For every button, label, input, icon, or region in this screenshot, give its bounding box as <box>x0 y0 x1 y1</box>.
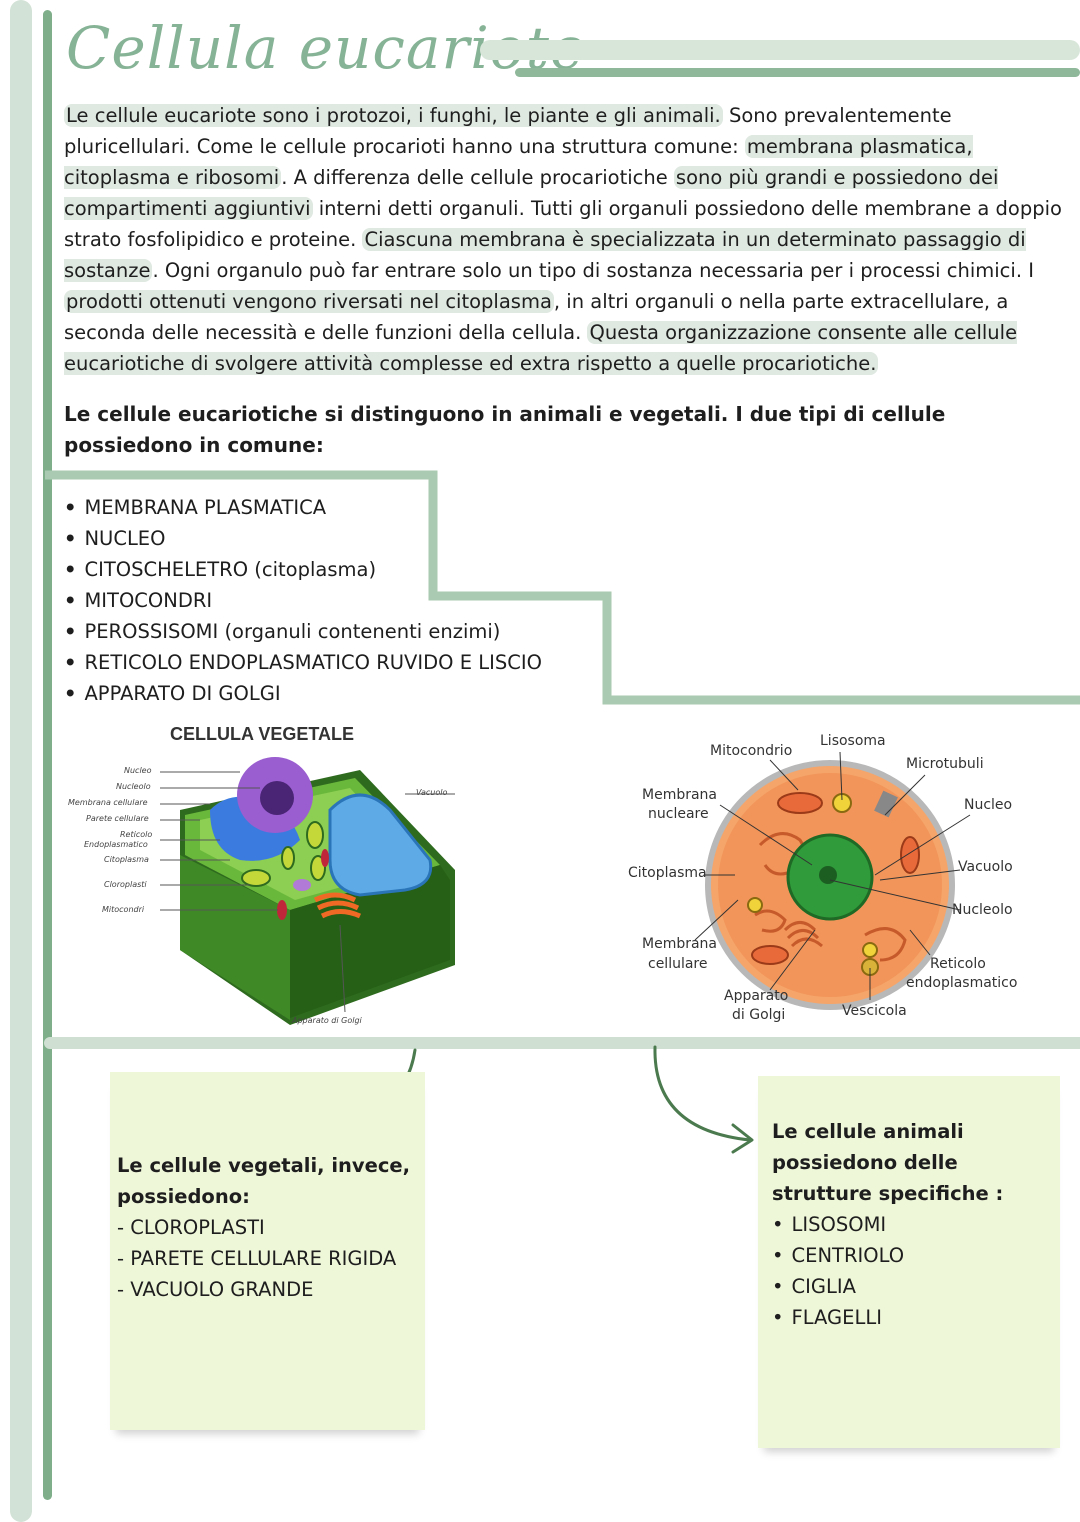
list-item: NUCLEO <box>64 523 542 554</box>
plant-label-endoplasmatico: Endoplasmatico <box>84 840 148 849</box>
list-item: MEMBRANA PLASMATICA <box>64 492 542 523</box>
animal-label-citoplasma: Citoplasma <box>628 865 707 881</box>
animal-label-membrana-nucleare-2: nucleare <box>648 806 709 822</box>
list-item: FLAGELLI <box>772 1302 1057 1333</box>
animal-label-apparato-2: di Golgi <box>732 1007 786 1023</box>
list-item: LISOSOMI <box>772 1209 1057 1240</box>
plant-label-parete: Parete cellulare <box>86 814 149 823</box>
intro-text-4: . A differenza delle cellule procariotic… <box>281 166 674 189</box>
plant-label-citoplasma: Citoplasma <box>104 855 149 864</box>
list-item: CENTRIOLO <box>772 1240 1057 1271</box>
title-underline-light <box>480 40 1080 60</box>
plant-label-golgi: Apparato di Golgi <box>292 1016 362 1025</box>
animal-label-reticolo-1: Reticolo <box>930 956 986 972</box>
list-item: PEROSSISOMI (organuli contenenti enzimi) <box>64 616 542 647</box>
list-item: PARETE CELLULARE RIGIDA <box>117 1243 422 1274</box>
list-item: RETICOLO ENDOPLASMATICO RUVIDO E LISCIO <box>64 647 541 678</box>
animal-label-nucleolo: Nucleolo <box>952 902 1013 918</box>
common-organelles-list: MEMBRANA PLASMATICA NUCLEO CITOSCHELETRO… <box>64 492 542 709</box>
plant-label-reticolo: Reticolo <box>120 830 153 839</box>
animal-label-lisosoma: Lisosoma <box>820 733 886 749</box>
plant-label-nucleo: Nucleo <box>124 766 152 775</box>
animal-cell-illustration <box>705 760 955 1010</box>
animal-label-vacuolo: Vacuolo <box>958 859 1013 875</box>
animal-label-microtubuli: Microtubuli <box>906 756 984 772</box>
intro-highlight-1: Le cellule eucariote sono i protozoi, i … <box>64 104 723 127</box>
plant-note-list: CLOROPLASTI PARETE CELLULARE RIGIDA VACU… <box>117 1212 422 1305</box>
animal-label-membrana-cellulare-2: cellulare <box>648 956 708 972</box>
list-item: APPARATO DI GOLGI <box>64 678 542 709</box>
plant-note-text: Le cellule vegetali, invece, possiedono:… <box>117 1150 422 1305</box>
animal-note-text: Le cellule animali possiedono delle stru… <box>772 1116 1057 1333</box>
animal-label-vescicola: Vescicola <box>842 1003 907 1019</box>
margin-bar-light <box>10 0 32 1522</box>
animal-label-apparato-1: Apparato <box>724 988 789 1004</box>
list-item: CITOSCHELETRO (citoplasma) <box>64 554 542 585</box>
plant-label-nucleolo: Nucleolo <box>116 782 151 791</box>
plant-cell-illustration <box>160 757 455 1025</box>
intro-text-2: Sono prevalentemente pluricellulari. Com… <box>64 104 952 158</box>
animal-note-list: LISOSOMI CENTRIOLO CIGLIA FLAGELLI <box>772 1209 1057 1333</box>
list-item: CLOROPLASTI <box>117 1212 422 1243</box>
animal-label-reticolo-2: endoplasmatico <box>906 975 1018 991</box>
plant-label-mitocondri: Mitocondri <box>102 905 145 914</box>
intro-paragraph: Le cellule eucariote sono i protozoi, i … <box>64 100 1069 379</box>
intro-text-8: . Ogni organulo può far entrare solo un … <box>152 259 1034 282</box>
intro-highlight-9: prodotti ottenuti vengono riversati nel … <box>64 290 554 313</box>
common-intro: Le cellule eucariotiche si distinguono i… <box>64 402 946 457</box>
animal-label-membrana-nucleare-1: Membrana <box>642 787 718 803</box>
plant-diagram-title: CELLULA VEGETALE <box>170 724 354 744</box>
animal-label-membrana-cellulare-1: Membrana <box>642 936 718 952</box>
animal-label-nucleo: Nucleo <box>964 797 1013 813</box>
intro-text-10: , in altri organuli o nella parte extrac… <box>64 290 1009 344</box>
plant-label-cloroplasti: Cloroplasti <box>104 880 147 889</box>
list-item: MITOCONDRI <box>64 585 542 616</box>
animal-note-heading: Le cellule animali possiedono delle stru… <box>772 1120 1004 1205</box>
arrow-to-animal-note-icon <box>653 1045 754 1154</box>
animal-cell-label-lines <box>694 751 971 1000</box>
list-item: VACUOLO GRANDE <box>117 1274 422 1305</box>
intro-text-6: interni detti organuli. Tutti gli organu… <box>64 197 1062 251</box>
plant-note-heading: Le cellule vegetali, invece, possiedono: <box>117 1154 411 1208</box>
title-underline-dark <box>515 68 1080 77</box>
list-item: CIGLIA <box>772 1271 1057 1302</box>
plant-label-vacuolo: Vacuolo <box>416 788 448 797</box>
margin-bar-dark <box>43 10 52 1500</box>
animal-label-mitocondrio: Mitocondrio <box>710 743 793 759</box>
plant-label-membrana: Membrana cellulare <box>68 798 148 807</box>
